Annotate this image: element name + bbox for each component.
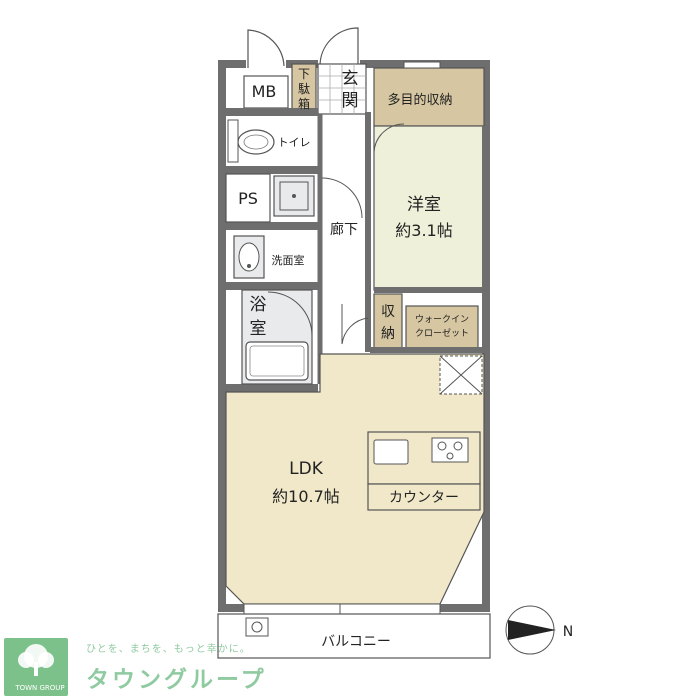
- bathtub-icon: [245, 341, 309, 381]
- balcony-label: バルコニー: [321, 634, 391, 650]
- compass-label: N: [563, 624, 573, 640]
- tree-icon: [18, 644, 54, 676]
- kitchen-sink-icon: [373, 439, 409, 465]
- shoe-box-label-3: 箱: [298, 96, 310, 111]
- mb-label: MB: [252, 82, 277, 101]
- logo-brand: タウングループ: [86, 667, 267, 693]
- outdoor-unit: [245, 617, 269, 637]
- shoe-box-label-1: 下: [298, 67, 310, 81]
- hallway-label: 廊下: [330, 221, 358, 238]
- ldk-size-label: 約10.7帖: [272, 487, 340, 506]
- entrance-label-1: 玄: [342, 69, 359, 89]
- counter-label: カウンター: [389, 490, 459, 506]
- western-size-label: 約3.1帖: [395, 221, 452, 240]
- bathroom-label-1: 浴: [250, 295, 267, 315]
- ldk-area: [225, 353, 485, 605]
- toilet-bowl-icon: [237, 129, 275, 155]
- balcony-window: [243, 603, 441, 615]
- walkin-label-2: クローゼット: [415, 327, 469, 339]
- entrance-label-2: 関: [342, 91, 359, 111]
- logo-tagline: ひとを、まちを、もっと幸かに。: [86, 644, 251, 655]
- western-room: [373, 125, 485, 291]
- toilet-label: トイレ: [278, 136, 311, 149]
- entrance-tile-grid: [318, 64, 366, 114]
- western-name-label: 洋室: [407, 195, 441, 215]
- closet-label-1: 収: [381, 304, 395, 320]
- washroom-label: 洗面室: [272, 253, 305, 267]
- stove-icon: [431, 437, 469, 463]
- shoe-box: [291, 63, 317, 113]
- compass-icon: [505, 605, 556, 655]
- shoe-box-label-2: 駄: [298, 81, 310, 96]
- hallway-area: [318, 116, 370, 352]
- company-logo: TOWN GROUP: [4, 638, 68, 696]
- walkin-label-1: ウォークイン: [415, 314, 469, 325]
- logo-caption: TOWN GROUP: [15, 684, 65, 692]
- counter-bar: [367, 483, 481, 511]
- entrance-door-swing: [319, 27, 359, 68]
- ps-shaft: [225, 173, 271, 223]
- mb-door-swing: [247, 29, 285, 68]
- walkin-closet-area: [405, 305, 479, 349]
- storage-multi-label: 多目的収納: [387, 92, 452, 108]
- ldk-name-label: LDK: [289, 459, 324, 479]
- storage-multi-area: [373, 67, 485, 127]
- closet-area: [373, 293, 403, 349]
- ps-label: PS: [238, 189, 258, 208]
- closet-label-2: 納: [381, 326, 395, 342]
- bathroom-label-2: 室: [250, 319, 267, 339]
